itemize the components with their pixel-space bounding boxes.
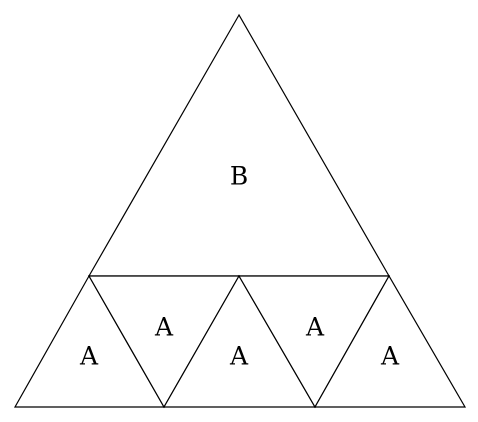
label-b: B: [230, 162, 248, 191]
label-a-1: A: [79, 342, 99, 371]
label-a-5: A: [380, 342, 400, 371]
label-a-2: A: [154, 313, 174, 342]
label-a-4: A: [305, 313, 325, 342]
label-a-3: A: [229, 342, 249, 371]
triangle-a-5: [313, 274, 467, 408]
triangle-b: [87, 13, 391, 277]
